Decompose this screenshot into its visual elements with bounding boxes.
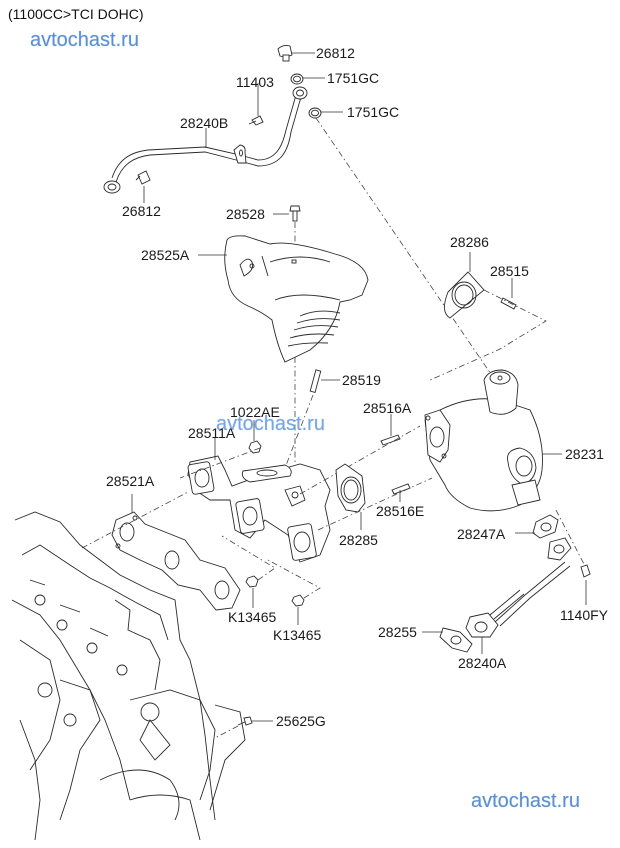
part-label-plug-bottom[interactable]: 26812 (122, 203, 161, 219)
nut-1022AE-drawing (248, 440, 262, 454)
exhaust-manifold-drawing (187, 455, 331, 563)
gasket-28255-drawing (439, 627, 473, 653)
part-label-gasket-28286[interactable]: 28286 (450, 234, 489, 250)
oil-feed-pipe-drawing (103, 86, 308, 194)
part-label-nut-k13465-2[interactable]: K13465 (273, 627, 322, 643)
part-label-turbocharger[interactable]: 28231 (565, 446, 604, 462)
stud-28516E-drawing (391, 483, 411, 495)
nut-k13465-1-drawing (245, 575, 259, 588)
part-label-bolt-28528[interactable]: 28528 (226, 206, 265, 222)
part-label-oil-feed-pipe[interactable]: 28240B (180, 115, 229, 131)
plug-bottom-drawing (135, 170, 151, 185)
bolt-11403-drawing (248, 115, 264, 126)
engine-block-drawing (11, 511, 246, 841)
part-label-plug-top[interactable]: 26812 (316, 45, 355, 61)
turbocharger-drawing (424, 369, 543, 512)
part-label-exhaust-manifold[interactable]: 28511A (188, 425, 236, 441)
part-label-bolt-11403[interactable]: 11403 (236, 74, 274, 90)
stud-28516A-drawing (380, 434, 401, 446)
diagram-title: (1100CC>TCI DOHC) (8, 6, 144, 22)
oil-drain-pipe-drawing (465, 537, 572, 638)
part-label-nut-1022AE[interactable]: 1022AE (230, 404, 280, 420)
gasket-top-1-drawing (290, 73, 304, 85)
nut-k13465-2-drawing (291, 594, 305, 607)
gasket-top-2-drawing (308, 107, 322, 119)
gasket-28247A-drawing (532, 514, 559, 539)
part-label-nut-k13465-1[interactable]: K13465 (228, 609, 277, 625)
part-label-gasket-top-2[interactable]: 1751GC (347, 104, 400, 120)
gasket-28286-drawing (444, 271, 485, 319)
part-label-heat-protector[interactable]: 28525A (141, 247, 190, 263)
heat-protector-drawing (224, 235, 369, 363)
stud-28515-drawing (500, 297, 517, 310)
part-label-manifold-gasket[interactable]: 28521A (106, 473, 155, 489)
part-label-gasket-28285[interactable]: 28285 (339, 532, 378, 548)
part-label-bolt-25625G[interactable]: 25625G (276, 713, 326, 729)
part-label-stud-28516A[interactable]: 28516A (363, 400, 412, 416)
watermark: avtochast.ru (216, 413, 325, 435)
part-label-stud-28516E[interactable]: 28516E (376, 503, 425, 519)
part-label-stud-28519[interactable]: 28519 (342, 372, 381, 388)
bolt-25625G-drawing (237, 716, 253, 726)
part-label-gasket-28247A[interactable]: 28247A (457, 526, 506, 542)
bolt-28528-drawing (289, 205, 301, 222)
plug-top-drawing (277, 44, 293, 62)
manifold-gasket-drawing (111, 511, 241, 611)
bolt-1140FY-drawing (580, 564, 591, 578)
gasket-28285-drawing (335, 463, 366, 513)
part-label-gasket-28255[interactable]: 28255 (378, 624, 417, 640)
part-label-stud-28515[interactable]: 28515 (490, 263, 529, 279)
stud-28519-drawing (309, 369, 322, 393)
part-label-gasket-top-1[interactable]: 1751GC (327, 70, 380, 86)
watermark: avtochast.ru (30, 29, 139, 51)
part-label-bolt-1140FY[interactable]: 1140FY (560, 607, 608, 623)
part-label-oil-drain-pipe[interactable]: 28240A (458, 655, 507, 671)
watermark: avtochast.ru (471, 790, 580, 812)
